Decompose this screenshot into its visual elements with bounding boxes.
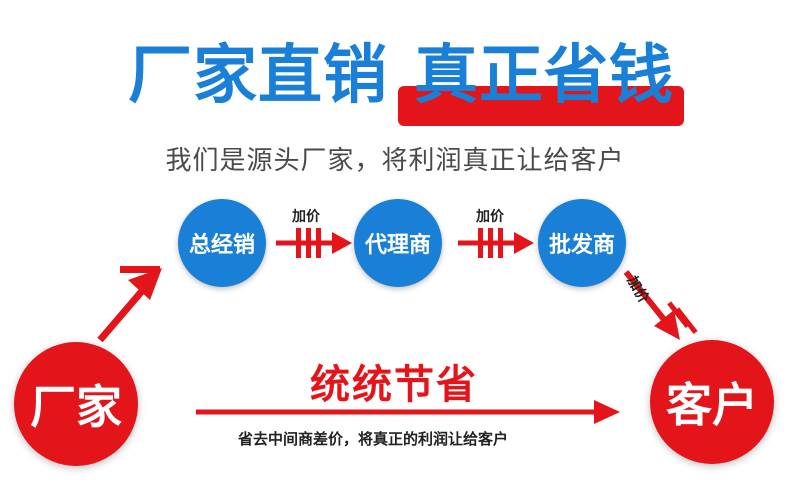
markup-arrow-1 (276, 228, 352, 258)
headline-highlight-bar (398, 86, 684, 126)
node-wholesaler: 批发商 (538, 199, 626, 287)
node-agent: 代理商 (354, 199, 442, 287)
markup-arrow-3 (623, 270, 698, 340)
headline-right: 真正省钱 (414, 39, 674, 113)
direct-path-description: 省去中间商差价，将真正的利润让给客户 (238, 430, 509, 448)
subtitle: 我们是源头厂家，将利润真正让给客户 (165, 146, 625, 176)
markup-label-1: 加价 (292, 209, 320, 225)
direct-path-arrow (196, 400, 620, 424)
markup-label-2: 加价 (476, 209, 504, 225)
node-customer: 客户 (650, 340, 774, 464)
headline-left: 厂家直销 (128, 39, 388, 113)
direct-path-label: 统统节省 (310, 362, 478, 408)
headline: 厂家直销 真正省钱 (0, 38, 790, 126)
markup-arrow-2 (458, 228, 534, 258)
node-general-distributor: 总经销 (178, 199, 266, 287)
arrow-factory-to-distributor (97, 266, 162, 343)
node-factory: 厂家 (14, 342, 138, 466)
